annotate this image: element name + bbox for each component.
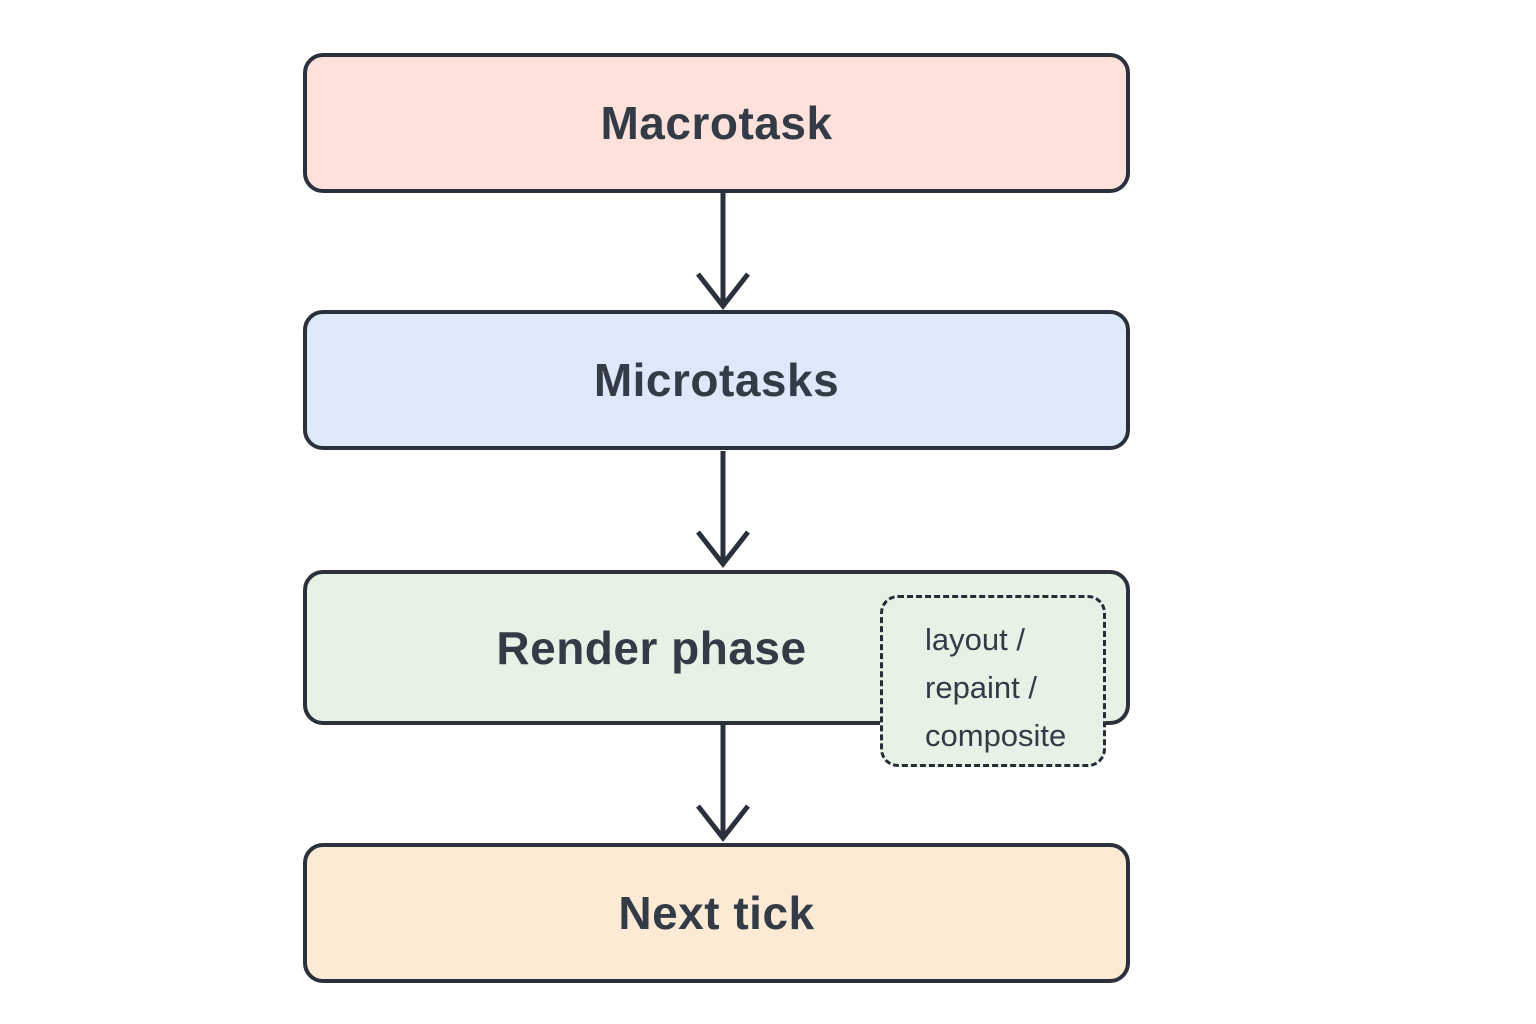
node-macrotask-label: Macrotask (600, 97, 833, 149)
node-next-tick: Next tick (303, 843, 1130, 983)
annotation-line: repaint / (925, 670, 1038, 705)
node-macrotask: Macrotask (303, 53, 1130, 193)
node-microtasks: Microtasks (303, 310, 1130, 450)
annotation-line: composite (925, 718, 1067, 753)
render-phase-annotation: layout / repaint / composite (880, 595, 1106, 767)
node-next-tick-label: Next tick (618, 887, 815, 939)
node-render-phase-label: Render phase (496, 621, 807, 674)
annotation-line: layout / (925, 622, 1025, 657)
node-microtasks-label: Microtasks (593, 354, 840, 406)
arrow-down-icon (696, 725, 750, 843)
arrow-down-icon (696, 193, 750, 311)
arrow-down-icon (696, 451, 750, 569)
